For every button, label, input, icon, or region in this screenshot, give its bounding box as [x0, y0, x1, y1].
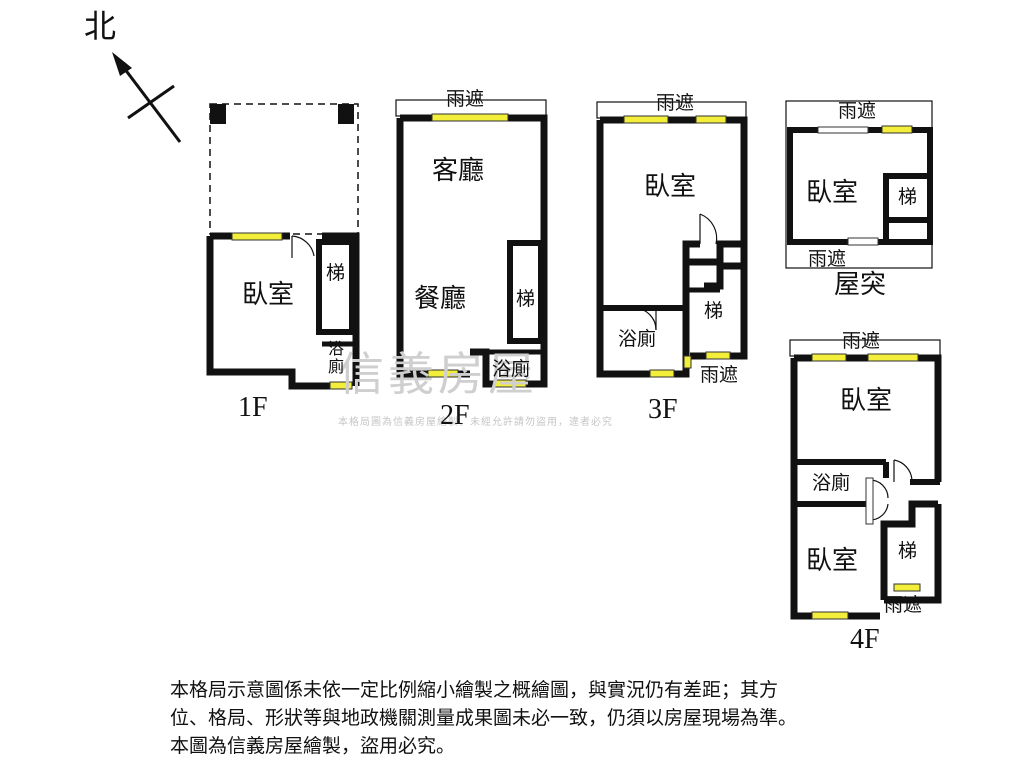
3f-canopy-bottom-label: 雨遮: [700, 364, 739, 386]
4f-bedroom-bottom-label: 臥室: [806, 546, 859, 576]
2f-floor-label: 2F: [440, 400, 470, 431]
disclaimer-line-2: 位、格局、形狀等與地政機關測量成果圖未必一致，仍須以房屋現場為準。: [170, 707, 798, 729]
3f-stairs-label: 梯: [704, 300, 724, 322]
3f-floor-label: 3F: [648, 394, 678, 425]
disclaimer-line-3: 本圖為信義房屋繪製，盜用必究。: [170, 735, 456, 757]
floor-4f-plan: [789, 339, 942, 620]
watermark-notice: 本格局圖為信義房屋繪製，未經允許請勿盜用，違者必究: [338, 417, 613, 428]
3f-canopy-top-label: 雨遮: [656, 92, 695, 114]
1f-stairs-label: 梯: [326, 262, 346, 284]
1f-floor-label: 1F: [238, 392, 268, 423]
roof-bedroom-label: 臥室: [806, 178, 859, 208]
4f-canopy-bottom-label: 雨遮: [884, 594, 923, 616]
north-arrow-icon: [116, 59, 182, 143]
2f-stairs-label: 梯: [516, 288, 536, 310]
1f-bath-label: 浴 廁: [328, 339, 345, 376]
2f-living-label: 客廳: [432, 156, 485, 186]
disclaimer-text: 本格局示意圖係未依一定比例縮小繪製之概繪圖，與實況仍有差距；其方 位、格局、形狀…: [170, 676, 797, 760]
watermark-name: 信義房屋: [338, 347, 538, 401]
roof-canopy-top-label: 雨遮: [838, 100, 877, 122]
watermark-logo: 信義房屋: [338, 338, 538, 404]
roof-stairs-label: 梯: [898, 186, 918, 208]
disclaimer-line-1: 本格局示意圖係未依一定比例縮小繪製之概繪圖，與實況仍有差距；其方: [170, 679, 779, 701]
floor-1f-plan: [206, 103, 360, 390]
2f-canopy-label: 雨遮: [446, 88, 485, 110]
north-arrowhead-icon: [112, 52, 132, 76]
2f-dining-label: 餐廳: [414, 284, 467, 314]
roof-floor-label: 屋突: [834, 270, 887, 300]
4f-canopy-top-label: 雨遮: [842, 330, 881, 352]
4f-floor-label: 4F: [850, 624, 880, 655]
north-label: 北: [84, 7, 117, 45]
4f-stairs-label: 梯: [898, 540, 918, 562]
floor-roof-plan: [785, 100, 933, 269]
floor-2f-plan: [395, 99, 548, 388]
4f-bath-label: 浴廁: [812, 472, 851, 494]
3f-bath-label: 浴廁: [618, 328, 657, 350]
1f-bedroom-label: 臥室: [242, 280, 295, 310]
4f-bedroom-top-label: 臥室: [840, 386, 893, 416]
2f-bath-label: 浴廁: [492, 358, 531, 380]
floor-3f-plan: [596, 101, 748, 378]
3f-bedroom-label: 臥室: [644, 172, 697, 202]
roof-canopy-bottom-label: 雨遮: [808, 248, 847, 270]
